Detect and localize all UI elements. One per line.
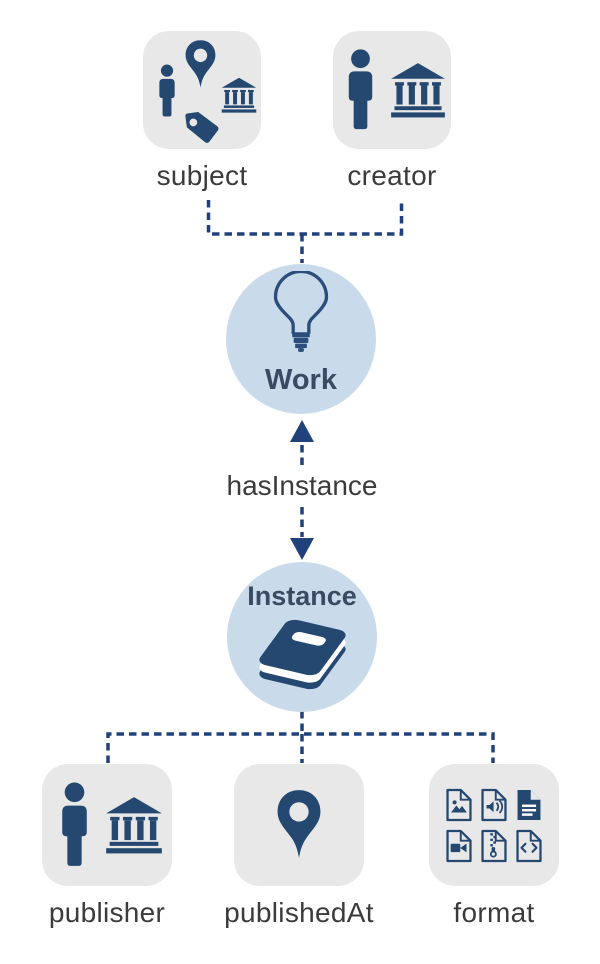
work-node-label: Work (265, 364, 337, 396)
work-properties-connector (206, 200, 404, 236)
text-file-icon (514, 787, 544, 823)
subject-tile (143, 31, 261, 149)
tag-icon (181, 107, 223, 147)
publisher-tile (42, 764, 172, 886)
person-icon (153, 63, 181, 119)
bank-icon (220, 77, 258, 113)
image-file-icon (444, 787, 474, 823)
location-pin-icon (274, 786, 324, 864)
creator-tile (333, 31, 451, 149)
bank-icon (390, 61, 446, 119)
arrowhead-down-icon (290, 538, 314, 560)
code-file-icon (514, 828, 544, 864)
person-icon (339, 47, 382, 133)
subject-label: subject (156, 160, 248, 191)
audio-file-icon (479, 787, 509, 823)
hasinstance-arrow (290, 420, 314, 560)
publisher-label: publisher (48, 897, 166, 928)
lightbulb-icon (265, 271, 337, 369)
creator-label: creator (347, 160, 437, 191)
publishedat-label: publishedAt (224, 897, 374, 928)
video-file-icon (444, 828, 474, 864)
format-label: format (453, 897, 535, 928)
instance-node-label: Instance (247, 581, 357, 611)
book-icon (241, 609, 361, 709)
hasinstance-label: hasInstance (226, 470, 378, 501)
person-icon (52, 780, 97, 870)
archive-file-icon (479, 828, 509, 864)
bank-icon (105, 795, 163, 855)
publishedat-tile (234, 764, 364, 886)
location-pin-icon (183, 39, 218, 90)
format-tile (429, 764, 559, 886)
instance-properties-connector (106, 732, 495, 763)
arrowhead-up-icon (290, 420, 314, 442)
